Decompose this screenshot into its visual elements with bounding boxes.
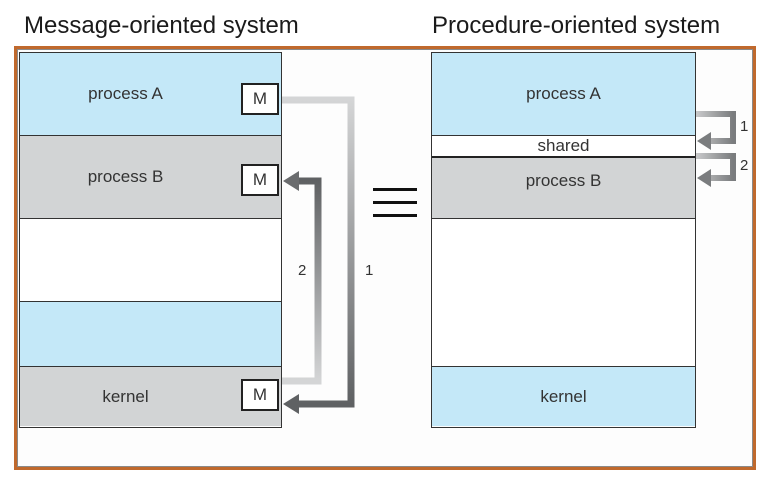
procedure-shared: shared xyxy=(432,136,695,158)
procedure-arrow-1 xyxy=(696,111,736,150)
message-arrow-1 xyxy=(282,96,355,414)
message-free-memory xyxy=(20,219,281,302)
arrowhead-icon xyxy=(697,169,711,187)
procedure-arrow-1-label: 1 xyxy=(740,118,749,135)
procedure-system-title: Procedure-oriented system xyxy=(432,12,721,39)
procedure-process-a-label: process A xyxy=(526,84,601,103)
message-arrow-2 xyxy=(282,171,322,385)
arrowhead-icon xyxy=(697,132,711,150)
procedure-process-a: process A xyxy=(432,53,695,136)
message-process-a-label: process A xyxy=(88,84,163,103)
arrowhead-icon xyxy=(283,394,299,414)
procedure-shared-label: shared xyxy=(537,136,590,155)
procedure-process-b-label: process B xyxy=(525,171,602,190)
procedure-kernel: kernel xyxy=(432,367,695,426)
mailbox-label: M xyxy=(252,89,268,108)
procedure-free-memory xyxy=(432,219,695,367)
message-process-a: process A xyxy=(20,53,281,136)
message-arrow-2-label: 2 xyxy=(298,262,307,279)
procedure-kernel-label: kernel xyxy=(540,386,587,406)
mailbox-process-a: M xyxy=(241,83,279,115)
mailbox-label: M xyxy=(252,170,268,189)
procedure-process-b: process B xyxy=(432,158,695,219)
message-kernel-label: kernel xyxy=(102,386,149,406)
message-system-title: Message-oriented system xyxy=(24,12,299,39)
procedure-arrow-2 xyxy=(696,153,736,187)
procedure-arrow-2-label: 2 xyxy=(740,157,749,174)
mailbox-label: M xyxy=(252,385,268,404)
procedure-system-memory: process A shared process B kernel xyxy=(431,52,696,428)
message-arrow-1-label: 1 xyxy=(365,262,374,279)
message-process-b-label: process B xyxy=(87,167,164,186)
arrowhead-icon xyxy=(283,171,299,191)
message-system-memory: process A process B kernel xyxy=(19,52,282,428)
message-other-region xyxy=(20,302,281,367)
mailbox-process-b: M xyxy=(241,164,279,196)
message-process-b: process B xyxy=(20,136,281,219)
message-kernel: kernel xyxy=(20,367,281,426)
mailbox-kernel: M xyxy=(241,379,279,411)
